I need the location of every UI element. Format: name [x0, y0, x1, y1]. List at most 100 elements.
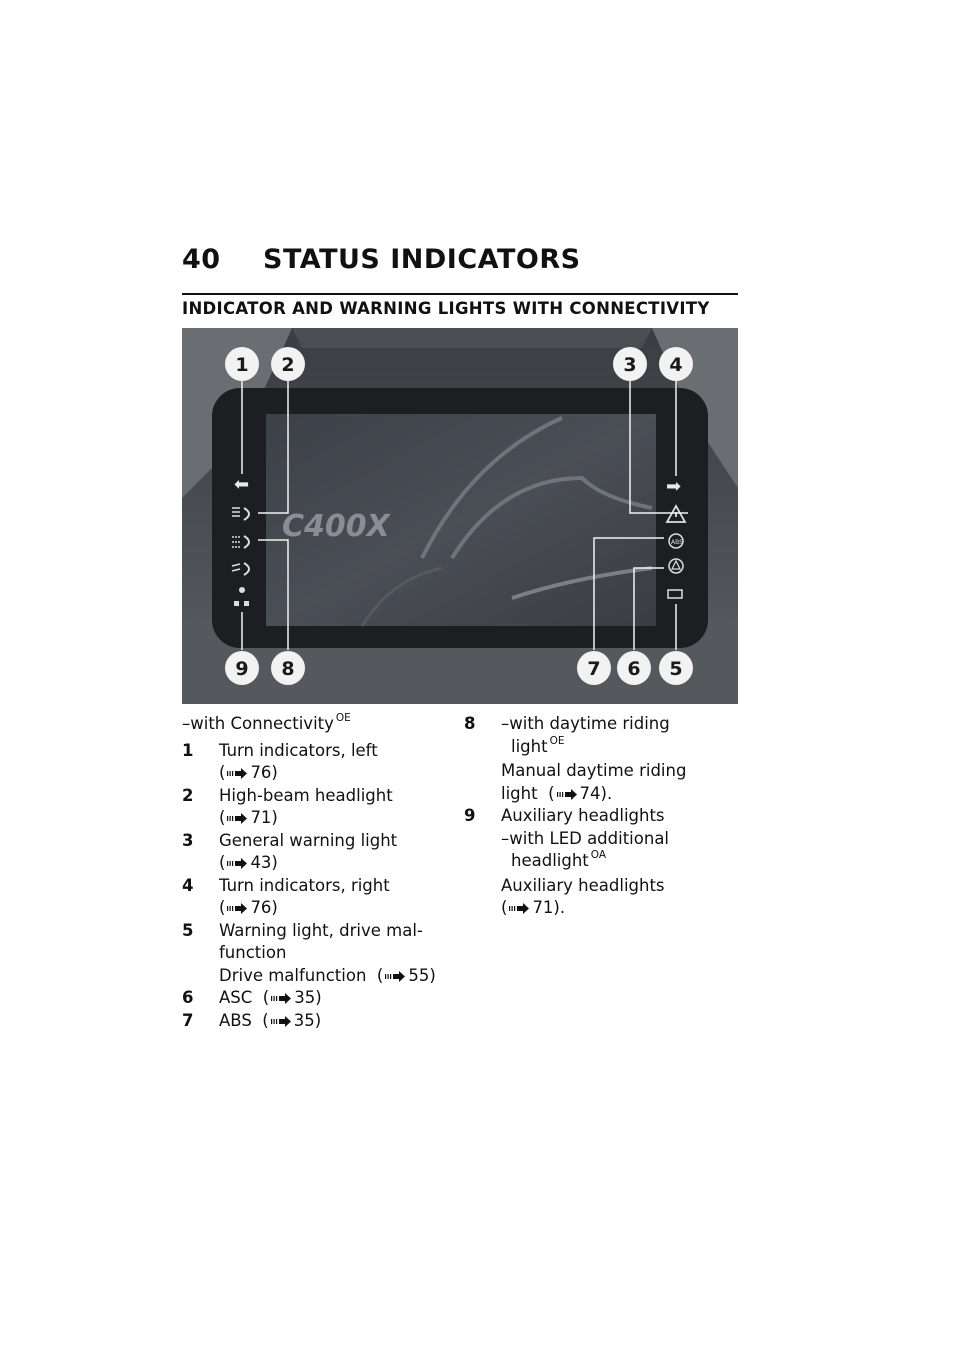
callout-9-marker [225, 651, 259, 685]
callout-1-marker [225, 347, 259, 381]
drive-malfunction-icon [667, 589, 683, 599]
item-number: 5 [182, 920, 194, 940]
oa-superscript: OA [590, 849, 607, 861]
page-reference[interactable]: (76) [219, 898, 278, 917]
page-reference-arrow-icon [270, 1015, 291, 1027]
page-reference-arrow-icon [227, 813, 248, 824]
callout-3-marker [613, 347, 647, 381]
legend-item-7: 7 ABS (35) [182, 1010, 444, 1033]
page-reference[interactable]: (71). [501, 898, 566, 917]
instrument-cluster-figure: C400X ⬅ ➡ [182, 328, 738, 704]
callout-5-label: 5 [669, 658, 682, 680]
item-condition: –with LED additional [501, 828, 670, 848]
item-label: ABS [219, 1010, 252, 1030]
callout-6-label: 6 [627, 658, 640, 680]
callout-8-label: 8 [281, 658, 294, 680]
page-reference[interactable]: ABS (35) [219, 1010, 322, 1030]
chapter-title: STATUS INDICATORS [263, 244, 581, 275]
page-reference-arrow-icon [556, 788, 577, 800]
callout-7-marker [577, 651, 611, 685]
callout-5-marker [659, 651, 693, 685]
page-reference[interactable]: light (74). [501, 783, 613, 803]
page-reference-arrow-icon [509, 903, 530, 914]
display-screen [266, 414, 656, 626]
legend-item-5: 5 Warning light, drive mal- function Dri… [182, 920, 444, 988]
item-label: ASC [219, 988, 253, 1007]
page-reference-arrow-icon [385, 970, 406, 982]
page-reference-arrow-icon [227, 858, 248, 869]
item-number: 9 [464, 806, 476, 825]
daytime-light-icon [232, 535, 250, 549]
turn-left-icon: ⬅ [234, 474, 249, 495]
callout-4-label: 4 [669, 354, 682, 376]
legend-item-3: 3 General warning light (43) [182, 830, 444, 875]
legend-item-2: 2 High-beam headlight (71) [182, 785, 444, 830]
page-reference[interactable]: (76) [219, 763, 278, 782]
instrument-cluster-illustration: C400X ⬅ ➡ [182, 328, 738, 704]
page-reference[interactable]: (71) [219, 808, 278, 827]
item-number: 6 [182, 988, 194, 1007]
callout-1-label: 1 [235, 354, 248, 376]
section-title: INDICATOR AND WARNING LIGHTS WITH CONNEC… [182, 299, 710, 318]
callout-9-label: 9 [235, 658, 248, 680]
item-number: 2 [182, 785, 194, 805]
page-reference[interactable]: ASC (35) [219, 988, 322, 1007]
legend-item-6: 6 ASC (35) [182, 987, 444, 1010]
abs-icon: ABS [668, 533, 684, 549]
callout-lines [241, 381, 688, 650]
item-number: 8 [464, 714, 476, 733]
svg-text:ABS: ABS [671, 539, 683, 546]
callout-7-label: 7 [587, 658, 600, 680]
header-divider [182, 293, 738, 295]
item-number: 7 [182, 1010, 194, 1030]
screen-graphic-line [420, 416, 563, 559]
screen-graphic-line [450, 475, 653, 560]
callout-2-marker [271, 347, 305, 381]
callout-6-marker [617, 651, 651, 685]
item-detail: Auxiliary headlights [501, 875, 665, 895]
page-reference-arrow-icon [271, 993, 292, 1004]
item-label: Auxiliary headlights [501, 806, 665, 825]
item-detail: Drive malfunction [219, 965, 367, 985]
item-label: Manual daytime riding [501, 761, 687, 780]
item-number: 1 [182, 740, 194, 760]
turn-right-icon: ➡ [666, 476, 681, 497]
item-number: 3 [182, 830, 194, 850]
item-number: 4 [182, 875, 194, 895]
legend-item-4: 4 Turn indicators, right (76) [182, 875, 444, 920]
page-reference[interactable]: Drive malfunction (55) [219, 965, 436, 985]
callout-3-label: 3 [623, 354, 636, 376]
item-condition: –with daytime riding [501, 714, 670, 733]
callout-8-marker [271, 651, 305, 685]
callout-2-label: 2 [281, 354, 294, 376]
legend-item-9: 9 Auxiliary headlights –with LED additio… [464, 805, 738, 920]
keyless-icon [234, 587, 249, 606]
item-label: Turn indicators, left [219, 740, 378, 760]
item-label: General warning light [219, 830, 398, 850]
screen-graphic-line [360, 566, 443, 627]
callout-4-marker [659, 347, 693, 381]
auxiliary-light-icon [231, 562, 250, 576]
item-label: Turn indicators, right [219, 875, 390, 895]
page-reference[interactable]: (43) [219, 853, 278, 872]
item-label: High-beam headlight [219, 785, 393, 805]
callout-markers: 1 2 3 4 5 6 7 8 9 [225, 347, 693, 685]
page-reference-arrow-icon [227, 903, 248, 914]
item-label-continued: function [219, 943, 287, 962]
page-number: 40 [182, 244, 221, 275]
windscreen-top [292, 328, 652, 348]
oe-superscript: OE [549, 734, 565, 747]
asc-icon [668, 558, 684, 574]
legend-item-1: 1 Turn indicators, left (76) [182, 740, 444, 785]
oe-superscript: OE [335, 712, 351, 724]
page-reference-arrow-icon [227, 768, 248, 779]
high-beam-icon [232, 507, 250, 521]
condition-text: –with Connectivity [182, 714, 334, 733]
item-label-continued: light [501, 783, 538, 803]
